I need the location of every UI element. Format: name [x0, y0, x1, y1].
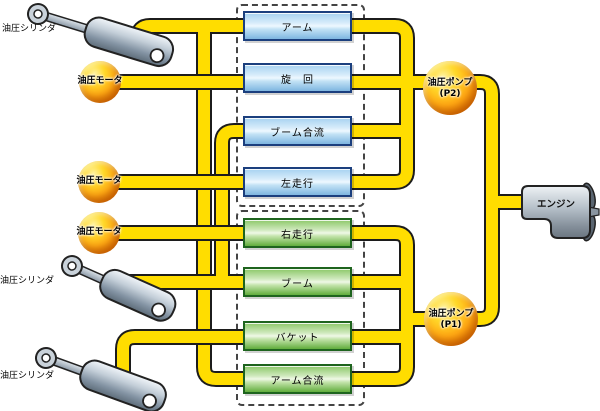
pump-p2-label: 油圧ポンプ (P2) [427, 78, 473, 99]
pipe-bucket-row [115, 329, 250, 378]
valve-swing: 旋 回 [243, 63, 352, 93]
pump-p1-label: 油圧ポンプ (P1) [428, 309, 474, 330]
pipe-pump-bus [346, 18, 524, 387]
hydraulic-cylinder-2 [61, 255, 177, 322]
cylinder-1-label: 油圧シリンダ [2, 24, 57, 34]
valve-boom: ブーム [243, 267, 352, 297]
hydraulic-cylinder-3 [35, 347, 167, 411]
motor-3-label: 油圧モータ [76, 227, 122, 237]
motor-3-orb [78, 212, 120, 254]
valve-bucket: バケット [243, 321, 352, 351]
motor-2-orb [78, 161, 120, 203]
engine-label: エンジン [537, 199, 575, 210]
valve-left-travel: 左走行 [243, 167, 352, 197]
cylinder-2-label: 油圧シリンダ [0, 276, 55, 286]
valve-arm-merge: アーム合流 [243, 364, 352, 394]
pipe-boom-circuit [112, 123, 250, 290]
engine-body [521, 185, 591, 239]
pump-p1-orb [424, 292, 478, 346]
hydraulic-cylinder-1 [27, 3, 175, 68]
valve-arm: アーム [243, 11, 352, 41]
motor-1-label: 油圧モータ [77, 76, 123, 86]
engine: エンジン [521, 182, 600, 242]
valve-boom-merge: ブーム合流 [243, 116, 352, 146]
valve-group-p1-box [236, 210, 365, 406]
motor-2-label: 油圧モータ [76, 176, 122, 186]
valve-group-p2-box [236, 4, 365, 207]
motor-1-orb [79, 61, 121, 103]
cylinder-3-label: 油圧シリンダ [0, 371, 55, 381]
valve-right-travel: 右走行 [243, 218, 352, 248]
pump-p2-orb [423, 61, 477, 115]
